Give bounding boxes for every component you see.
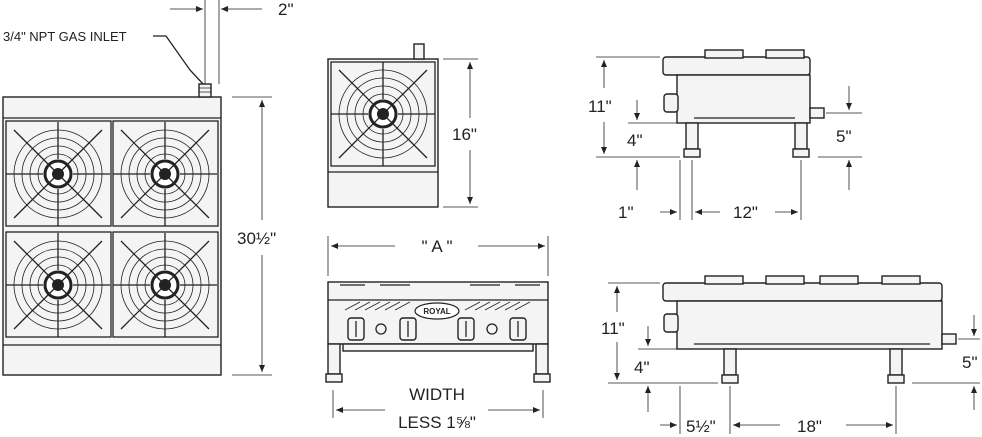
gas-inlet-icon bbox=[413, 43, 425, 60]
width-a-dim-label: " A " bbox=[422, 237, 453, 256]
side-view-large: 11" 4" 5" 5½" 18" bbox=[601, 275, 980, 436]
gas-inlet-icon bbox=[941, 333, 957, 345]
width-dim-line1: WIDTH bbox=[409, 385, 465, 404]
side-view-small: 11" 4" 5" 1" 12" bbox=[588, 49, 862, 222]
burner-grate bbox=[111, 120, 219, 228]
gas-inlet-icon bbox=[198, 83, 212, 98]
burner-grate bbox=[4, 120, 112, 228]
leg-icon bbox=[533, 343, 551, 383]
front-view: " A " ROYAL WIDTH LESS 1⅝" bbox=[325, 236, 551, 432]
control-knob-icon bbox=[509, 317, 527, 341]
front-offset-dim-label: 5½" bbox=[686, 417, 716, 436]
pilot-port-icon bbox=[486, 323, 498, 335]
gas-inlet-icon bbox=[809, 107, 825, 119]
front-offset-dim-label: 1" bbox=[618, 203, 634, 222]
side-body bbox=[676, 300, 943, 350]
control-knob-icon bbox=[457, 317, 475, 341]
depth-dim-label: 30½" bbox=[237, 229, 276, 248]
leg-icon bbox=[792, 122, 810, 158]
leg-dim-label: 4" bbox=[634, 358, 650, 377]
leg-dim-label: 4" bbox=[627, 131, 643, 150]
gas-inlet-leader bbox=[153, 35, 204, 85]
side-body bbox=[676, 74, 811, 124]
depth-dim-label: 16" bbox=[452, 125, 477, 144]
top-view-body bbox=[2, 96, 222, 376]
height-dim-label: 11" bbox=[601, 319, 625, 338]
pilot-port-icon bbox=[375, 323, 387, 335]
leg-icon bbox=[325, 343, 343, 383]
leg-spacing-dim-label: 18" bbox=[797, 417, 822, 436]
burner-grate bbox=[111, 231, 219, 339]
inlet-height-dim-label: 5" bbox=[962, 353, 978, 372]
brand-badge-label: ROYAL bbox=[423, 307, 450, 316]
control-knob-icon bbox=[347, 317, 365, 341]
control-knob-icon bbox=[663, 313, 679, 333]
inlet-height-dim-label: 5" bbox=[836, 127, 852, 146]
single-burner-view: 16" bbox=[327, 43, 478, 208]
leg-icon bbox=[887, 348, 905, 384]
height-dim-label: 11" bbox=[588, 97, 612, 116]
burner-grate bbox=[4, 231, 112, 339]
leg-icon bbox=[683, 122, 701, 158]
control-knob-icon bbox=[663, 93, 679, 113]
offset-dim-label: 2" bbox=[278, 0, 294, 19]
leg-spacing-dim-label: 12" bbox=[733, 203, 758, 222]
gas-inlet-label: 3/4" NPT GAS INLET bbox=[3, 29, 127, 44]
brand-badge bbox=[414, 302, 460, 320]
width-dim-line2: LESS 1⅝" bbox=[398, 413, 476, 432]
control-knob-icon bbox=[399, 317, 417, 341]
leg-icon bbox=[721, 348, 739, 384]
top-view: 3/4" NPT GAS INLET 2" 30½" bbox=[2, 0, 294, 376]
